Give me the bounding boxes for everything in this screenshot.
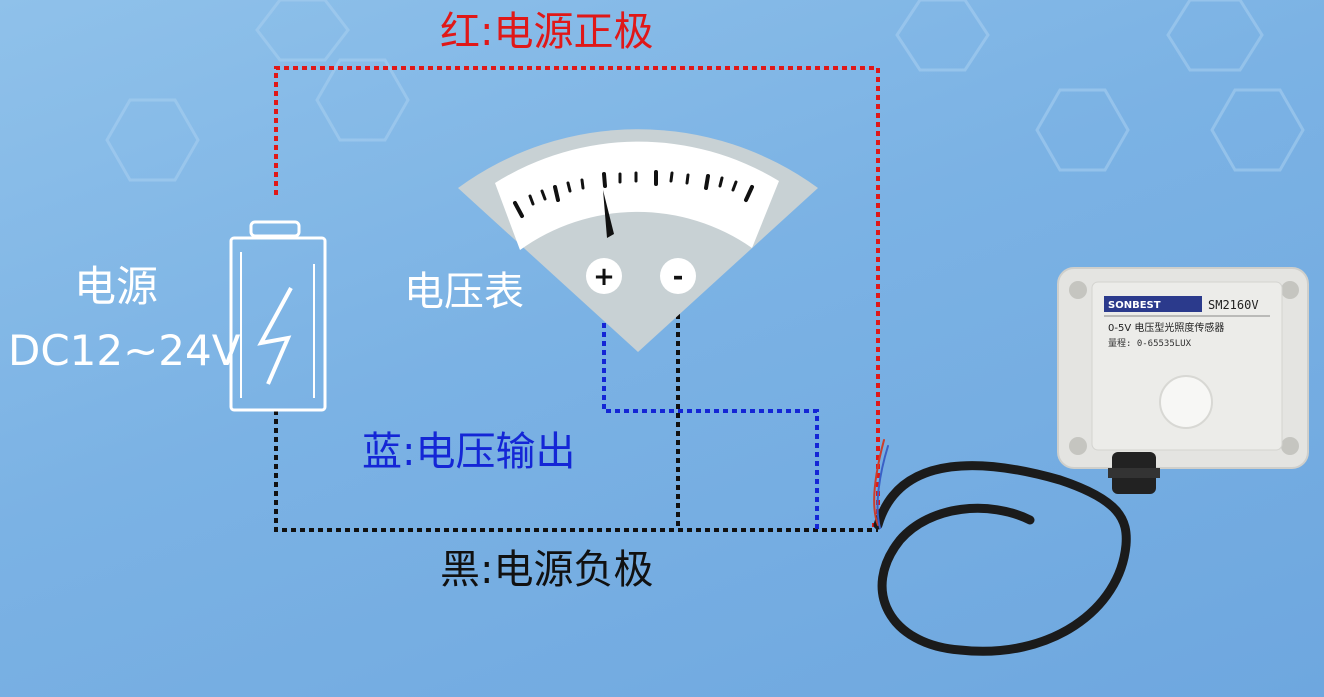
black-wire-label: 黑:电源负极 [440,547,654,593]
blue-wire [602,296,819,530]
voltmeter-label: 电压表 [404,269,524,315]
sensor-device: SONBEST SM2160V 0-5V 电压型光照度传感器 量程: 0-655… [1057,267,1309,494]
sensor-range: 量程: 0-65535LUX [1108,338,1192,349]
red-wire-label: 红:电源正极 [440,9,654,55]
background-hexagons [105,0,1305,182]
power-supply-voltage-label: DC12~24V [8,326,241,375]
battery-icon [229,220,327,412]
black-wire [274,410,878,532]
blue-wire-label: 蓝:电压输出 [362,429,576,475]
power-supply-label: 电源 [74,262,159,311]
sensor-model: SM2160V [1208,298,1259,312]
plus-terminal-symbol: + [593,262,615,292]
minus-terminal-symbol: - [673,262,684,292]
sensor-cable [873,439,1131,656]
sensor-description: 0-5V 电压型光照度传感器 [1108,321,1224,334]
sensor-brand: SONBEST [1108,300,1161,311]
voltmeter-icon: + - [458,129,818,352]
